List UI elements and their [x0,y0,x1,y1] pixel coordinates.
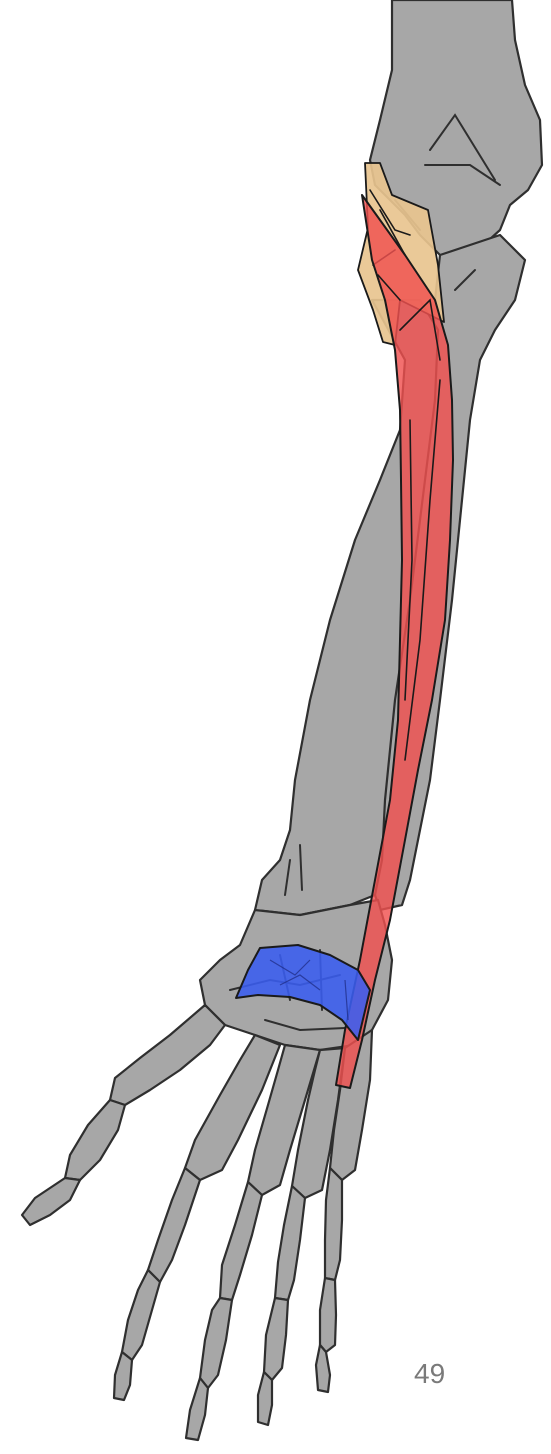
page-number: 49 [414,1354,464,1394]
